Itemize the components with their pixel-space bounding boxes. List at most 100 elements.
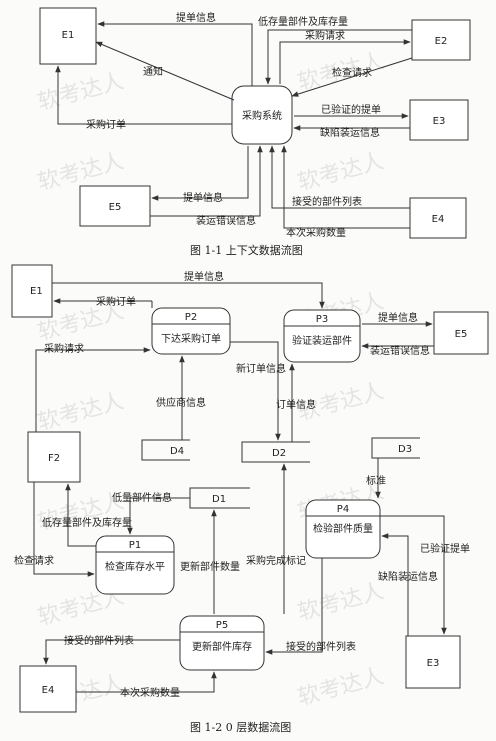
entity-e3 bbox=[409, 99, 469, 141]
flow-line bbox=[281, 145, 410, 229]
flow-label-standard: 标准 bbox=[366, 475, 386, 487]
process-p1-name: 检查库存水平 bbox=[105, 560, 165, 573]
entity-e4-label: E4 bbox=[432, 214, 445, 225]
flow-label-purchase-order: 采购订单 bbox=[86, 118, 126, 131]
flow-line bbox=[265, 29, 412, 85]
process-p2-id: P2 bbox=[185, 312, 197, 323]
process-p3: P3 验证装运部件 bbox=[283, 309, 361, 363]
process-p5-id: P5 bbox=[216, 620, 228, 631]
process-p4-name: 检验部件质量 bbox=[313, 522, 373, 535]
entity-e1 bbox=[39, 7, 97, 65]
flow-label-notify: 通知 bbox=[143, 65, 163, 78]
datastore-d1-label: D1 bbox=[212, 494, 226, 505]
entity-e4-label: E4 bbox=[42, 685, 55, 696]
entity-e2 bbox=[411, 19, 471, 61]
datastore-d4 bbox=[141, 439, 190, 461]
flow-label-tidan-from-e5: 提单信息 bbox=[183, 191, 223, 204]
flow-label-order-info: 订单信息 bbox=[276, 398, 316, 411]
entity-e3 bbox=[405, 635, 461, 689]
entity-e3-label: E3 bbox=[427, 658, 440, 669]
process-p4: P4 检验部件质量 bbox=[305, 499, 381, 559]
watermark: 软考达人 bbox=[35, 389, 126, 436]
flow-label-verified-bill: 已验证的提单 bbox=[321, 103, 381, 116]
process-p5-name: 更新部件库存 bbox=[192, 640, 252, 653]
process-p3-name: 验证装运部件 bbox=[292, 334, 352, 347]
flow-label-this-qty: 本次采购数量 bbox=[120, 686, 180, 699]
flow-label-check-request: 检查请求 bbox=[14, 554, 54, 567]
flow-line bbox=[33, 482, 95, 577]
flow-label-tidan-top: 提单信息 bbox=[184, 270, 224, 283]
flow-label-supplier: 供应商信息 bbox=[156, 396, 206, 409]
flow-line bbox=[269, 145, 410, 209]
flow-label-accepted-parts: 接受的部件列表 bbox=[292, 195, 362, 208]
entity-e4 bbox=[409, 197, 467, 239]
caption-fig2: 图 1-2 0 层数据流图 bbox=[190, 720, 291, 734]
process-purchasing-system bbox=[231, 85, 293, 145]
flow-line bbox=[97, 21, 253, 86]
flow-label-tidan-p3-e5: 提单信息 bbox=[378, 311, 418, 324]
flow-line bbox=[381, 533, 409, 636]
entity-f2-label: F2 bbox=[48, 453, 60, 464]
flow-label-low-stock-1: 低存量部件及库存量 bbox=[42, 516, 132, 529]
process-p2-name: 下达采购订单 bbox=[161, 332, 221, 345]
flow-line bbox=[230, 341, 281, 441]
flow-label-ship-error: 装运错误信息 bbox=[196, 214, 256, 227]
flow-line bbox=[55, 65, 232, 125]
flow-label-purchase-order: 采购订单 bbox=[96, 295, 136, 308]
datastore-d3-label: D3 bbox=[398, 444, 412, 455]
flow-label-this-qty: 本次采购数量 bbox=[286, 226, 346, 239]
flow-label-accepted-left: 接受的部件列表 bbox=[64, 634, 134, 647]
flow-label-purchase-request: 采购请求 bbox=[305, 29, 345, 42]
entity-e2-label: E2 bbox=[435, 36, 448, 47]
datastore-d2 bbox=[241, 441, 310, 463]
watermark: 软考达人 bbox=[295, 664, 386, 711]
entity-e1 bbox=[11, 264, 53, 318]
flow-label-purchase-done: 采购完成标记 bbox=[246, 554, 306, 567]
process-p2: P2 下达采购订单 bbox=[151, 307, 231, 355]
watermark: 软考达人 bbox=[295, 579, 386, 626]
process-p1-id: P1 bbox=[129, 540, 141, 551]
entity-e4 bbox=[19, 665, 77, 713]
flow-label-defect-info: 缺陷装运信息 bbox=[320, 126, 380, 139]
datastore-d3 bbox=[371, 437, 420, 459]
entity-e5-label: E5 bbox=[109, 202, 122, 213]
entity-e1-label: E1 bbox=[30, 286, 43, 297]
flow-label-low-stock: 低存量部件及库存量 bbox=[258, 15, 348, 28]
flow-label-defect-info: 缺陷装运信息 bbox=[378, 570, 438, 583]
figure-context-dfd: E1 E2 E3 E5 E4 采购系统 提单信息 低存量部件及库存量 采购请求 … bbox=[39, 7, 471, 257]
flow-line bbox=[35, 347, 151, 432]
flow-line bbox=[76, 671, 217, 693]
datastore-d2-label: D2 bbox=[272, 448, 286, 459]
process-p4-id: P4 bbox=[337, 504, 349, 515]
flow-line bbox=[52, 282, 325, 309]
process-p1: P1 检查库存水平 bbox=[95, 535, 175, 595]
flow-line bbox=[95, 41, 235, 101]
entity-e5 bbox=[79, 185, 151, 227]
process-purchasing-system-label: 采购系统 bbox=[242, 109, 282, 122]
datastore-d4-label: D4 bbox=[170, 446, 184, 457]
flow-line bbox=[150, 145, 263, 217]
flow-line bbox=[43, 639, 180, 665]
flow-label-new-order: 新订单信息 bbox=[236, 362, 286, 375]
flow-line bbox=[380, 515, 447, 635]
entity-e3-label: E3 bbox=[433, 116, 446, 127]
entity-e1-label: E1 bbox=[62, 30, 75, 41]
flow-label-verified-bill: 已验证提单 bbox=[420, 542, 470, 555]
flow-line bbox=[151, 146, 249, 201]
flow-line bbox=[291, 57, 413, 97]
entity-f2 bbox=[27, 431, 81, 483]
entity-e5-label: E5 bbox=[455, 329, 468, 340]
caption-fig1: 图 1-1 上下文数据流图 bbox=[190, 243, 303, 257]
flow-line bbox=[279, 39, 411, 84]
flow-line bbox=[127, 497, 190, 535]
figure-level0-dfd: E1 E5 F2 E3 E4 D4 D2 D3 D1 P2 下达采购订单 P3 … bbox=[11, 264, 489, 734]
watermark: 软考达人 bbox=[35, 69, 126, 116]
flow-label-check-request: 检查请求 bbox=[332, 66, 372, 79]
watermark: 软考达人 bbox=[295, 149, 386, 196]
flow-line bbox=[265, 558, 323, 655]
flow-label-update-qty: 更新部件数量 bbox=[180, 560, 240, 573]
flow-label-accepted-right: 接受的部件列表 bbox=[286, 640, 356, 653]
flow-line bbox=[65, 483, 96, 547]
flow-label-low-parts: 低量部件信息 bbox=[112, 491, 172, 504]
